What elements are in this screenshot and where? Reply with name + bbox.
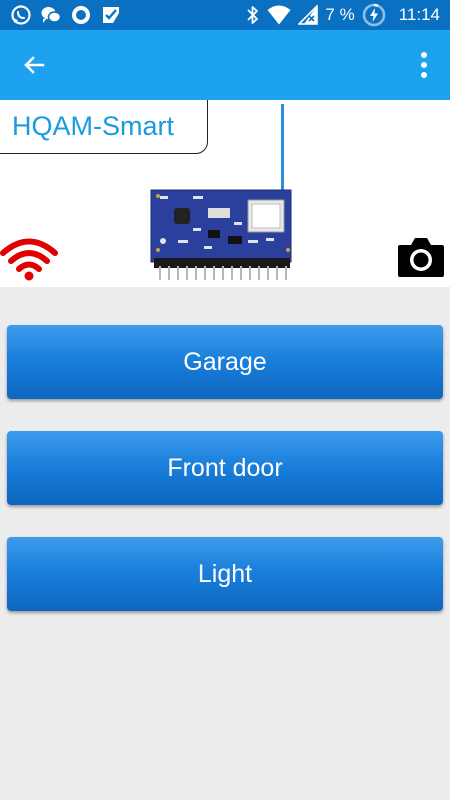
back-button[interactable] bbox=[14, 45, 54, 85]
wifi-status-icon bbox=[0, 236, 58, 282]
status-bar: 7 % 11:14 bbox=[0, 0, 450, 30]
action-buttons: Garage Front door Light bbox=[7, 325, 443, 643]
light-button[interactable]: Light bbox=[7, 537, 443, 611]
device-name-label: HQAM-Smart bbox=[0, 100, 208, 154]
device-board-image bbox=[148, 100, 296, 287]
arrow-left-icon bbox=[22, 53, 46, 77]
system-indicators: 7 % 11:14 bbox=[246, 3, 440, 27]
overflow-menu-button[interactable] bbox=[412, 45, 436, 85]
notification-icons bbox=[10, 4, 122, 26]
camera-button[interactable] bbox=[396, 235, 446, 279]
chat-bubbles-icon bbox=[40, 4, 62, 26]
camera-icon bbox=[396, 235, 446, 279]
garage-button[interactable]: Garage bbox=[7, 325, 443, 399]
whatsapp-icon bbox=[10, 4, 32, 26]
clock: 11:14 bbox=[398, 5, 440, 24]
device-header: HQAM-Smart bbox=[0, 100, 450, 287]
bluetooth-icon bbox=[246, 4, 260, 26]
more-vert-icon bbox=[420, 51, 428, 79]
battery-charging-icon bbox=[362, 3, 386, 27]
front-door-button[interactable]: Front door bbox=[7, 431, 443, 505]
checklist-app-icon bbox=[100, 4, 122, 26]
battery-percent: 7 % bbox=[325, 5, 355, 24]
wifi-signal-icon bbox=[267, 5, 291, 25]
cellular-signal-icon bbox=[298, 5, 319, 25]
app-bar bbox=[0, 30, 450, 100]
circle-app-icon bbox=[70, 4, 92, 26]
